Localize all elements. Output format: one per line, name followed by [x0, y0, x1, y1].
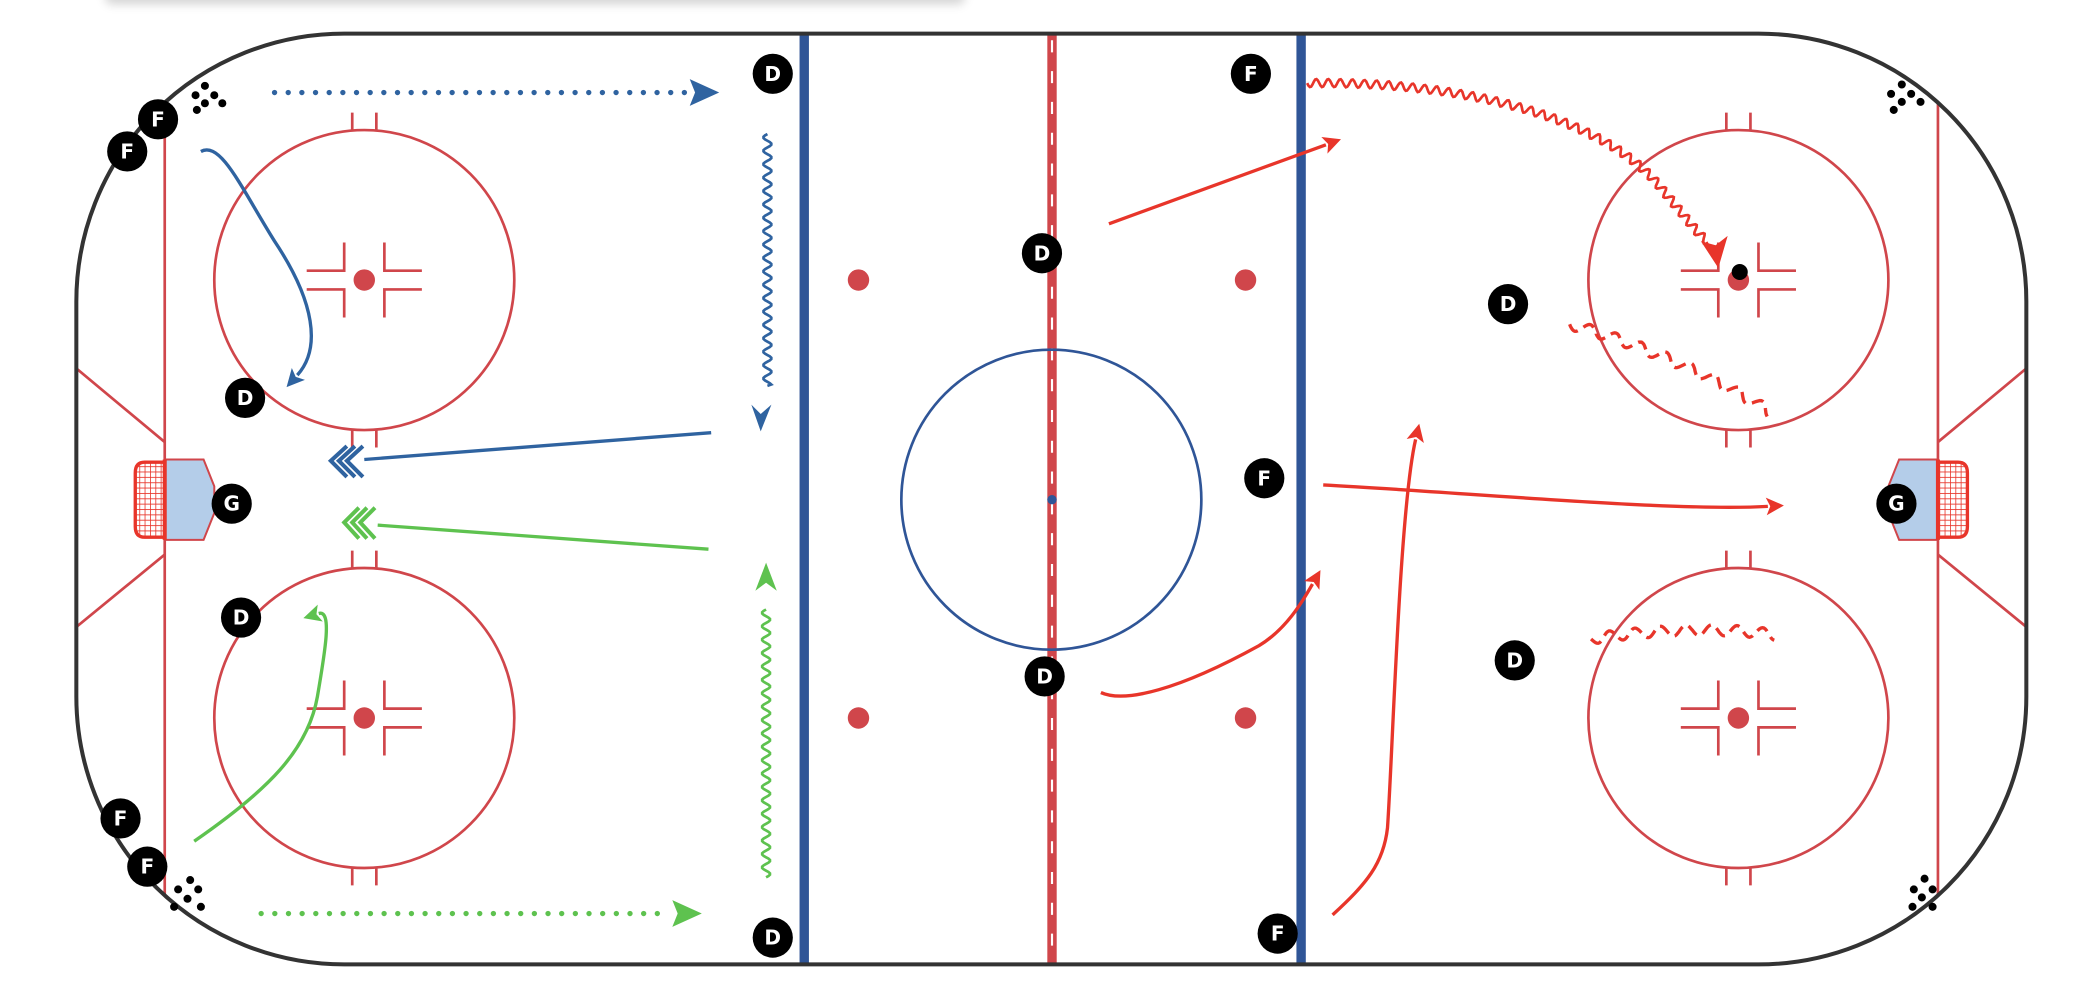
- player-marker-goalie[interactable]: G: [211, 483, 252, 524]
- skate-with-puck-path: [762, 132, 774, 388]
- player-label: D: [764, 926, 781, 950]
- skate-path: [1100, 570, 1321, 698]
- puck-piles: [170, 80, 1937, 911]
- player-marker-goalie[interactable]: G: [1876, 483, 1917, 524]
- backward-skate-path: [1568, 322, 1769, 418]
- player-label: D: [1506, 648, 1523, 672]
- faceoff-dot: [353, 269, 375, 291]
- center-faceoff-circle: [899, 348, 1203, 652]
- faceoff-hash-marks: [306, 112, 422, 448]
- puck: [1731, 263, 1748, 281]
- arrowhead-icon: [672, 900, 702, 927]
- puck-pile: [191, 81, 227, 114]
- player-marker-defense[interactable]: D: [752, 53, 793, 94]
- backward-skate-path: [1589, 623, 1775, 645]
- player-marker-forward[interactable]: F: [137, 99, 179, 140]
- faceoff-hash-marks: [1680, 550, 1796, 886]
- shot-chevron-icon: [327, 444, 365, 479]
- skate-path: [1331, 423, 1424, 917]
- skate-path: [193, 604, 328, 843]
- player-label: G: [223, 492, 239, 516]
- skate-with-puck-path: [760, 608, 772, 879]
- arrowhead-icon: [755, 562, 777, 591]
- faceoff-circle-ring: [212, 566, 516, 870]
- red-drill-paths: [1100, 77, 1784, 917]
- faceoff-circle: [212, 550, 516, 886]
- shot-chevron-icon: [341, 506, 377, 540]
- player-label: F: [1271, 922, 1285, 946]
- faceoff-circle: [212, 112, 516, 448]
- faceoff-dot: [847, 269, 870, 291]
- green-drill-paths: [193, 506, 777, 927]
- faceoff-circle-ring: [1587, 566, 1890, 870]
- player-marker-forward[interactable]: F: [1244, 458, 1285, 499]
- player-label: D: [1036, 664, 1053, 688]
- player-label: D: [1500, 292, 1517, 316]
- player-marker-forward[interactable]: F: [127, 846, 168, 887]
- arrowhead-icon: [689, 79, 720, 106]
- player-marker-defense[interactable]: D: [1487, 284, 1529, 325]
- end-zone-faceoff-circles: [212, 112, 1890, 886]
- left-blue-line: [799, 33, 809, 965]
- player-label: F: [1244, 62, 1258, 86]
- puck-pile: [1887, 80, 1925, 114]
- player-markers: F F D D G D F F D D D F F F D D G: [100, 53, 1917, 958]
- player-label: G: [1888, 492, 1904, 516]
- skate-path: [1108, 137, 1341, 226]
- player-label: F: [1257, 466, 1271, 490]
- faceoff-dot: [1727, 707, 1750, 729]
- puck-pile: [1908, 874, 1937, 911]
- neutral-zone-dots: [847, 269, 1257, 729]
- right-blue-line: [1296, 33, 1306, 965]
- player-label: D: [764, 62, 781, 86]
- faceoff-circle: [1587, 550, 1890, 886]
- faceoff-dot: [1234, 707, 1257, 729]
- blue-drill-paths: [200, 79, 774, 479]
- player-label: D: [237, 386, 254, 410]
- player-label: F: [114, 806, 128, 830]
- left-goal: [133, 458, 216, 541]
- shot-path: [377, 523, 709, 551]
- skate-path: [200, 148, 313, 388]
- faceoff-circle-ring: [1587, 128, 1890, 432]
- arrowhead-icon: [751, 404, 772, 432]
- right-trapezoid: [1937, 367, 2027, 628]
- player-marker-forward[interactable]: F: [107, 131, 148, 172]
- player-marker-defense[interactable]: D: [1024, 656, 1065, 697]
- skate-path: [1323, 483, 1784, 516]
- center-faceoff-dot: [1047, 494, 1057, 505]
- left-crease: [163, 458, 216, 541]
- player-label: F: [151, 107, 165, 131]
- player-label: F: [140, 855, 154, 879]
- faceoff-dot: [1234, 269, 1257, 291]
- skate-with-puck-path: [1305, 77, 1709, 246]
- faceoff-dot: [353, 707, 375, 729]
- faceoff-circle-ring: [212, 128, 516, 432]
- player-label: F: [120, 139, 134, 163]
- faceoff-dot: [847, 707, 870, 729]
- faceoff-hash-marks: [1680, 112, 1796, 448]
- left-trapezoid: [76, 367, 166, 628]
- player-marker-forward[interactable]: F: [1230, 53, 1271, 94]
- player-marker-defense[interactable]: D: [220, 597, 262, 638]
- player-marker-defense[interactable]: D: [752, 917, 793, 958]
- player-marker-forward[interactable]: F: [1257, 913, 1298, 954]
- shot-path: [364, 431, 712, 462]
- left-net: [133, 460, 167, 539]
- player-label: D: [1034, 241, 1051, 265]
- rink-boards: [74, 31, 2029, 967]
- faceoff-hash-marks: [306, 550, 422, 886]
- arrowhead-icon: [1700, 235, 1728, 268]
- puck-pile: [170, 876, 205, 911]
- player-marker-defense[interactable]: D: [1494, 640, 1535, 681]
- right-net: [1936, 460, 1970, 539]
- player-label: D: [233, 606, 250, 630]
- player-marker-forward[interactable]: F: [100, 798, 141, 839]
- player-marker-defense[interactable]: D: [1021, 233, 1063, 274]
- player-marker-defense[interactable]: D: [225, 377, 266, 418]
